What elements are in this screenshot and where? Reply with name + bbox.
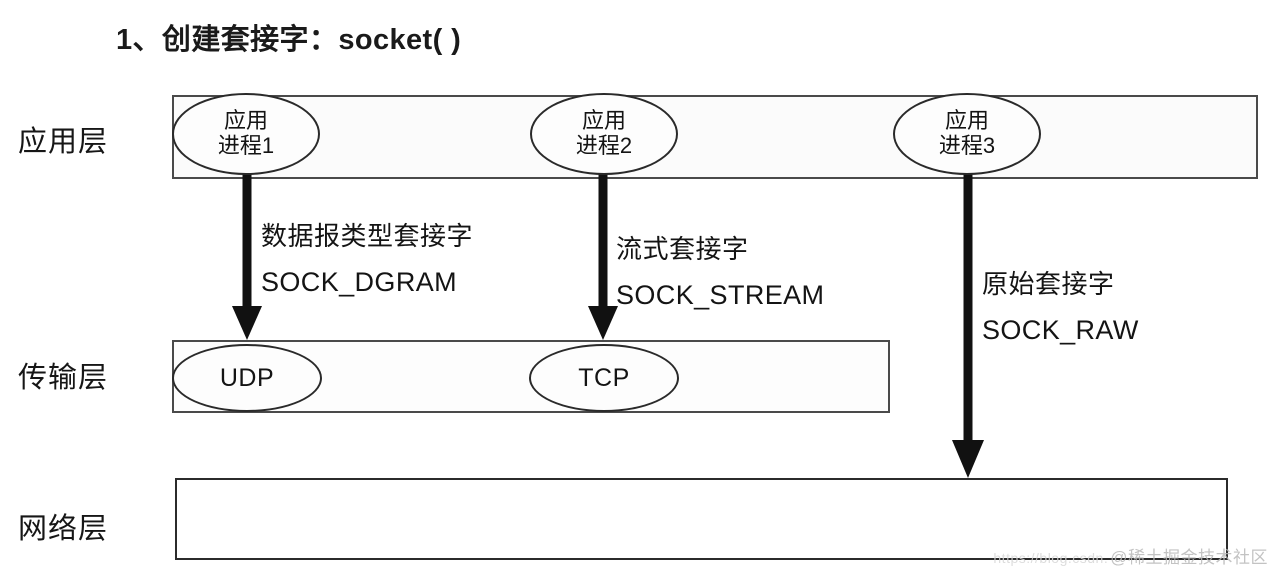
arrow-process1-to-udp bbox=[232, 168, 262, 340]
node-application-process-1: 应用 进程1 bbox=[172, 93, 320, 175]
network-layer-box bbox=[175, 478, 1228, 560]
watermark: https://blog.csdn.@稀土掘金技术社区 bbox=[993, 543, 1268, 568]
watermark-text: @稀土掘金技术社区 bbox=[1110, 548, 1268, 567]
node-application-process-2: 应用 进程2 bbox=[530, 93, 678, 175]
layer-label-network: 网络层 bbox=[18, 513, 109, 545]
annotation-chinese-label: 流式套接字 bbox=[616, 234, 749, 264]
node-label: UDP bbox=[219, 364, 275, 392]
arrow-process2-to-tcp bbox=[588, 168, 618, 340]
node-udp: UDP bbox=[172, 344, 322, 412]
layer-label-transport: 传输层 bbox=[18, 362, 109, 394]
annotation-constant-label: SOCK_STREAM bbox=[616, 280, 825, 310]
annotation-sock-stream: 流式套接字 SOCK_STREAM bbox=[616, 229, 824, 311]
node-label-line2: 进程1 bbox=[217, 133, 275, 158]
node-label-line1: 应用 bbox=[581, 108, 626, 134]
node-label-line2: 进程2 bbox=[575, 133, 633, 158]
annotation-sock-raw: 原始套接字 SOCK_RAW bbox=[982, 264, 1139, 346]
node-label-line2: 进程3 bbox=[938, 133, 996, 158]
watermark-url: https://blog.csdn. bbox=[993, 550, 1109, 566]
node-label-line1: 应用 bbox=[944, 108, 989, 134]
annotation-sock-dgram: 数据报类型套接字 SOCK_DGRAM bbox=[261, 216, 473, 298]
node-label: TCP bbox=[578, 364, 630, 392]
annotation-constant-label: SOCK_DGRAM bbox=[261, 267, 458, 297]
node-label-line1: 应用 bbox=[223, 108, 268, 134]
node-application-process-3: 应用 进程3 bbox=[893, 93, 1041, 175]
layer-label-application: 应用层 bbox=[18, 126, 109, 158]
page-title: 1、创建套接字：socket( ) bbox=[116, 24, 462, 56]
annotation-constant-label: SOCK_RAW bbox=[982, 315, 1139, 345]
node-tcp: TCP bbox=[529, 344, 679, 412]
arrow-process3-to-network bbox=[952, 168, 984, 478]
application-layer-box bbox=[172, 95, 1258, 179]
annotation-chinese-label: 原始套接字 bbox=[982, 269, 1115, 299]
annotation-chinese-label: 数据报类型套接字 bbox=[261, 221, 474, 251]
